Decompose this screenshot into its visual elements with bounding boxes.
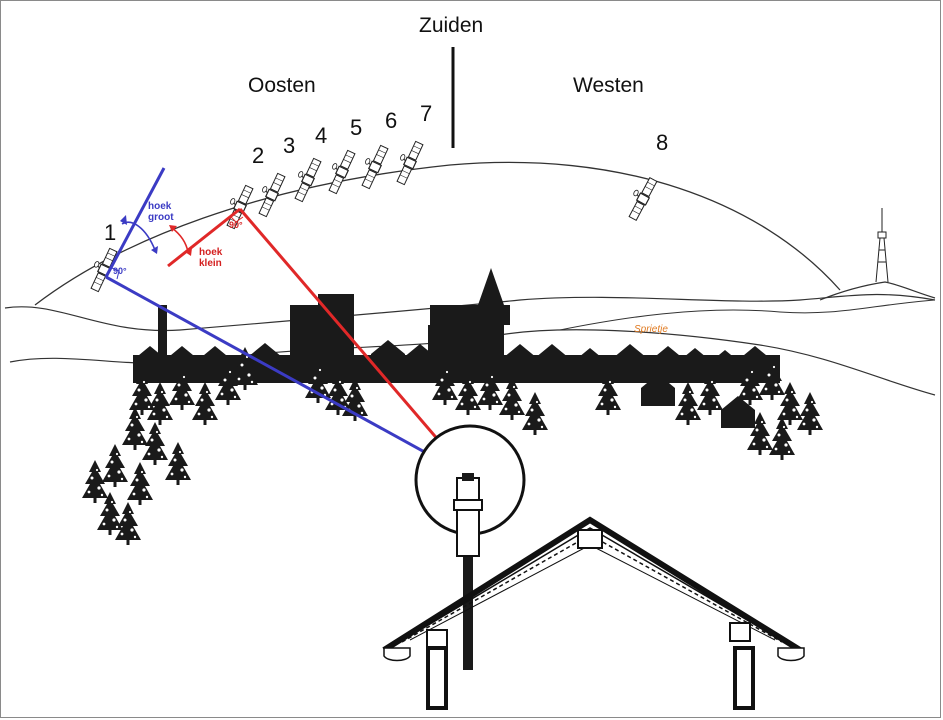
- satellite-number-4: 4: [315, 123, 327, 148]
- blue-angle-construction: [104, 167, 166, 280]
- satellite-number-8: 8: [656, 130, 668, 155]
- angle-large-label-line2: groot: [148, 212, 174, 223]
- blue-signal-line: [105, 275, 471, 479]
- satellite-number-7: 7: [420, 101, 432, 126]
- direction-west-label: Westen: [573, 74, 644, 97]
- orbit-arc: [34, 161, 841, 306]
- satellite-numbers: 1 2 3 4 5 6 7 8: [104, 101, 668, 245]
- red-signal-line: [238, 208, 472, 478]
- right-angle-red-label: 90°: [229, 220, 243, 230]
- satellite-number-3: 3: [283, 133, 295, 158]
- satellite-number-1: 1: [104, 220, 116, 245]
- angle-small-label-line1: hoek: [199, 247, 223, 258]
- right-angle-blue-label: 90°: [113, 266, 127, 276]
- red-angle-construction: [167, 207, 244, 268]
- direction-east-label: Oosten: [248, 74, 316, 97]
- angle-large-label-line1: hoek: [148, 201, 172, 212]
- direction-south-label: Zuiden: [419, 14, 483, 37]
- house-roof: [382, 516, 805, 710]
- antenna-name-label: Sprietje: [634, 324, 668, 335]
- satellite-number-2: 2: [252, 143, 264, 168]
- satellite-dish: [414, 424, 526, 670]
- angle-small-label-line2: klein: [199, 258, 222, 269]
- tv-tower: [875, 208, 889, 283]
- satellite-number-5: 5: [350, 115, 362, 140]
- satellite-number-6: 6: [385, 108, 397, 133]
